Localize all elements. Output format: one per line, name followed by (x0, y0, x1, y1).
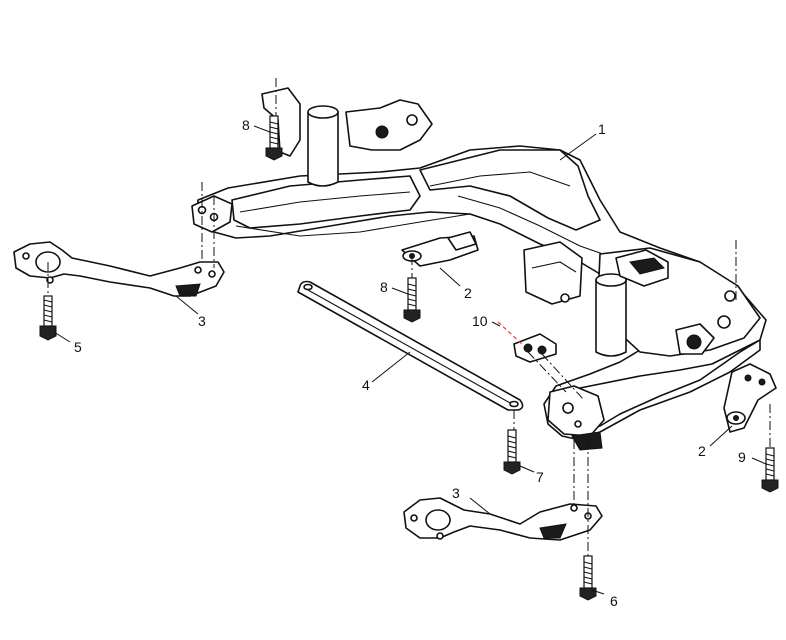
stabilizer-link-lower (403, 497, 603, 541)
callout-2-center: 2 (464, 285, 472, 301)
bolt-5 (39, 295, 57, 341)
callout-8-upper: 8 (242, 117, 250, 133)
callout-6: 6 (610, 593, 618, 609)
callout-labels: 1 2 2 3 3 4 5 6 7 8 8 9 10 (74, 117, 746, 609)
bolt-8-center (403, 277, 421, 323)
bracket-right (723, 363, 777, 433)
callout-3-upper: 3 (198, 313, 206, 329)
bolt-7 (503, 429, 521, 475)
bolt-9 (761, 447, 779, 493)
callout-8-center: 8 (380, 279, 388, 295)
bolt-8-upper (265, 115, 283, 161)
callout-1: 1 (598, 121, 606, 137)
bracket-center (401, 231, 479, 267)
callout-5: 5 (74, 339, 82, 355)
brace-bar (297, 280, 524, 411)
leader-lines (53, 125, 767, 595)
subframe-crossmember (191, 87, 767, 451)
stabilizer-link-upper (13, 241, 225, 297)
callout-4: 4 (362, 377, 370, 393)
callout-3-lower: 3 (452, 485, 460, 501)
callout-9: 9 (738, 449, 746, 465)
callout-7: 7 (536, 469, 544, 485)
assembly-centerlines (47, 78, 771, 556)
bolt-6 (579, 555, 597, 601)
nut-plate (513, 333, 557, 363)
callout-10: 10 (472, 313, 488, 329)
callout-2-right: 2 (698, 443, 706, 459)
